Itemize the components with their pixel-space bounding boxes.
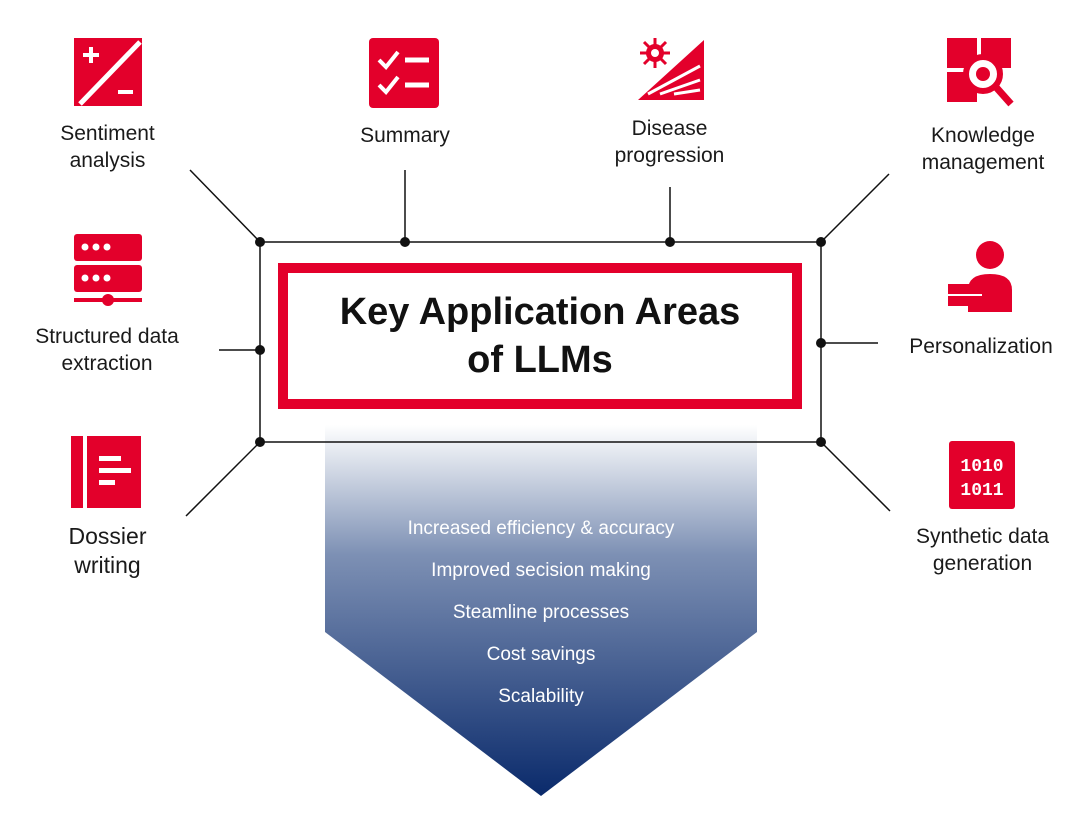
blocks-magnifier-icon [947, 38, 1014, 107]
label-sentiment-analysis: Sentiment analysis [60, 122, 155, 172]
connector-dots [255, 237, 826, 447]
connector-lines [185, 169, 891, 517]
label-knowledge-management: Knowledge management [921, 124, 1045, 174]
document-icon [71, 436, 141, 508]
server-rack-icon [74, 234, 142, 306]
title-line-2: of LLMs [467, 339, 613, 381]
benefits-list: Increased efficiency & accuracy Improved… [325, 508, 757, 718]
benefit-item: Scalability [498, 686, 584, 707]
benefit-item: Increased efficiency & accuracy [407, 518, 675, 539]
svg-text:1011: 1011 [960, 481, 1003, 501]
label-structured-data-extraction: Structured data extraction [35, 325, 179, 375]
svg-text:1010: 1010 [960, 457, 1003, 477]
benefit-item: Cost savings [486, 644, 596, 665]
label-summary: Summary [360, 124, 450, 147]
checklist-icon [369, 38, 439, 108]
benefits-arrow [325, 425, 757, 796]
label-dossier-writing: Dossier writing [68, 523, 147, 578]
label-disease-progression: Disease progression [614, 117, 725, 167]
plus-minus-icon [74, 38, 142, 106]
title-line-1: Key Application Areas [339, 291, 741, 333]
binary-icon: 1010 1011 [949, 441, 1015, 509]
label-personalization: Personalization [909, 335, 1053, 358]
benefit-item: Steamline processes [452, 602, 630, 623]
benefit-item: Improved secision making [431, 560, 651, 581]
virus-stairs-icon [638, 38, 704, 100]
title-box: Key Application Areas of LLMs [278, 263, 802, 409]
label-synthetic-data-generation: Synthetic data generation [915, 525, 1050, 575]
person-card-icon [948, 241, 1012, 312]
